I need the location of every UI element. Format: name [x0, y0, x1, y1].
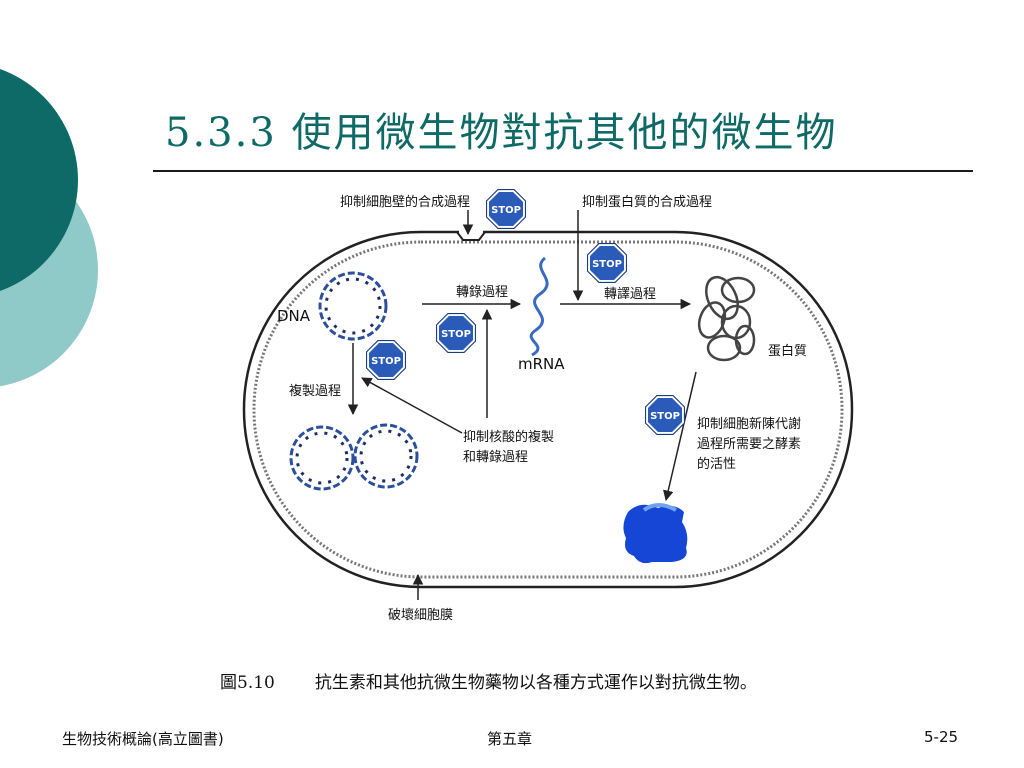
replicated-dna-circle-left [289, 425, 355, 491]
stop-sign-translation: STOP [587, 243, 627, 283]
arrow-nucleic-acid-left [361, 377, 463, 434]
label-transcription: 轉錄過程 [456, 285, 508, 300]
stop-sign-replication: STOP [366, 340, 406, 380]
label-metabolism-3: 的活性 [697, 456, 736, 472]
decorative-circles [0, 69, 98, 387]
label-metabolism-1: 抑制細胞新陳代謝 [697, 416, 801, 432]
footer-source: 生物技術概論(高立圖書) [62, 730, 224, 748]
dark-teal-circle [0, 69, 78, 291]
label-protein-synthesis: 抑制蛋白質的合成過程 [582, 194, 712, 210]
footer-chapter: 第五章 [487, 730, 533, 748]
label-metabolism-2: 過程所需要之酵素 [697, 437, 801, 452]
stop-text: STOP [650, 411, 680, 422]
label-nucleic-acid-2: 和轉錄過程 [463, 450, 528, 465]
caption-text: 抗生素和其他抗微生物藥物以各種方式運作以對抗微生物。 [314, 673, 757, 693]
label-cell-wall: 抑制細胞壁的合成過程 [340, 194, 470, 210]
folded-protein [697, 275, 756, 362]
stop-sign-transcription: STOP [436, 313, 476, 353]
enzyme-highlight [642, 503, 677, 512]
caption-label: 圖5.10 [220, 673, 275, 693]
figure-caption: 圖5.10 抗生素和其他抗微生物藥物以各種方式運作以對抗微生物。 [220, 668, 757, 693]
slide-title: 5.3.3 使用微生物對抗其他的微生物 [165, 110, 838, 156]
stop-text: STOP [371, 356, 401, 367]
cell-wall-outline [242, 230, 854, 589]
stop-text: STOP [592, 259, 622, 270]
cell-membrane-outline [252, 240, 844, 579]
cell-wall-notch-gap [459, 226, 483, 238]
stop-text: STOP [441, 329, 471, 340]
label-nucleic-acid-1: 抑制核酸的複製 [463, 429, 554, 445]
label-replication: 複製過程 [289, 383, 341, 399]
stop-sign-metabolism: STOP [645, 395, 685, 435]
mrna-strand [529, 256, 549, 357]
footer-page-number: 5-25 [924, 728, 959, 746]
label-protein: 蛋白質 [768, 343, 807, 359]
label-dna: DNA [277, 307, 311, 325]
dna-circle [318, 271, 388, 341]
label-membrane: 破壞細胞膜 [388, 608, 453, 623]
arrow-enzyme [663, 371, 697, 502]
cell-wall-notch [456, 231, 486, 241]
label-mrna: mRNA [518, 355, 565, 373]
label-translation: 轉譯過程 [604, 286, 656, 302]
stop-sign-cell-wall: STOP [486, 189, 526, 229]
replicated-dna-circle-right [353, 423, 419, 489]
antimicrobial-diagram: STOP STOP STOP STOP STOP 抑制細胞壁的合成過程 抑制蛋白… [242, 189, 854, 623]
title-underline [153, 170, 973, 172]
enzyme-shape [623, 504, 688, 564]
stop-text: STOP [491, 205, 521, 216]
